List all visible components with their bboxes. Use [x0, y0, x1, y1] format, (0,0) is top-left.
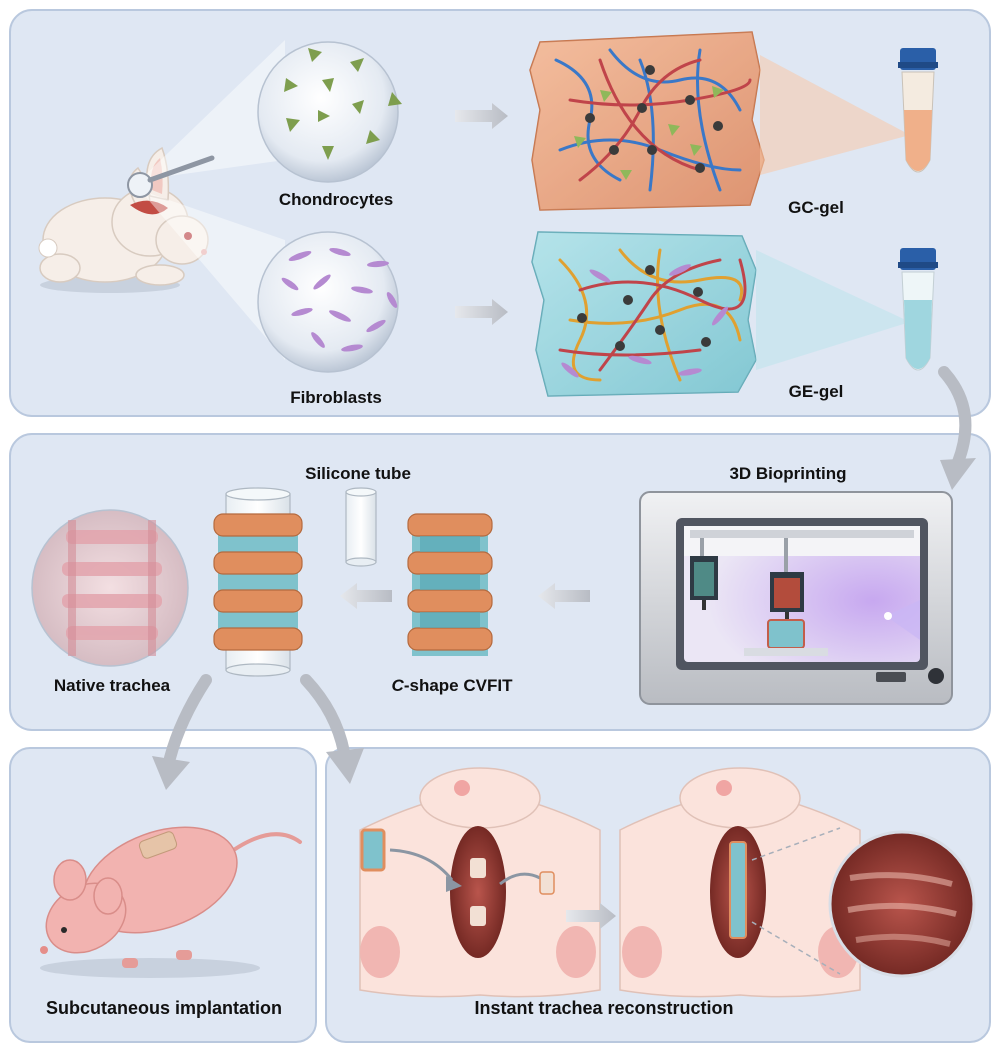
arrow-surgery-step: [566, 903, 616, 929]
label-silicone-tube: Silicone tube: [305, 464, 411, 483]
cshape-cvfit: [407, 513, 493, 656]
label-fibroblasts: Fibroblasts: [290, 388, 382, 407]
gc-light-beam: [760, 55, 910, 175]
biopsy-magnifier: [127, 40, 285, 360]
label-3d-bioprinting: 3D Bioprinting: [729, 464, 847, 483]
arrow-fibro-to-gel: [455, 299, 508, 325]
arrow-to-subcutaneous-head: [152, 756, 190, 790]
gc-tube: [898, 48, 938, 173]
arrow-to-subcutaneous: [164, 674, 212, 764]
label-cshape-italic: C: [391, 676, 404, 695]
label-native-trachea: Native trachea: [53, 676, 171, 695]
label-cshape-rest: -shape CVFIT: [403, 676, 513, 695]
label-chondrocytes: Chondrocytes: [278, 190, 394, 209]
chondrocyte-circle: [257, 41, 402, 183]
fibroblast-circle: [257, 231, 399, 373]
rabbit: [38, 146, 209, 293]
ge-gel-block: [531, 231, 757, 397]
surgery-scene-after: [619, 767, 976, 998]
cvfit-on-tube: [213, 487, 303, 677]
arrow-chondro-to-gel: [455, 103, 508, 129]
arrow-to-bioprinting-head: [940, 458, 976, 490]
label-ge-gel: GE-gel: [788, 382, 844, 401]
arrow-to-reconstruction: [300, 674, 350, 758]
nude-mouse: [40, 826, 302, 978]
gc-gel-block: [529, 31, 765, 211]
arrow-cvfit-to-tube: [340, 583, 392, 609]
arrow-printer-to-cvfit: [538, 583, 590, 609]
bioprinter: [639, 491, 953, 705]
surgery-scene-before: [359, 767, 601, 998]
ge-light-beam: [756, 250, 910, 370]
ge-tube: [898, 248, 938, 371]
arrow-to-bioprinting: [938, 366, 972, 468]
label-cshape-cvfit: C-shape CVFIT: [392, 676, 513, 696]
arrow-to-reconstruction-head: [326, 748, 364, 784]
label-gc-gel: GC-gel: [788, 198, 844, 217]
native-trachea-circle: [31, 509, 189, 667]
silicone-tube: [345, 487, 377, 567]
label-instant-trachea-reconstruction: Instant trachea reconstruction: [474, 998, 734, 1018]
label-subcutaneous-implantation: Subcutaneous implantation: [45, 998, 283, 1018]
